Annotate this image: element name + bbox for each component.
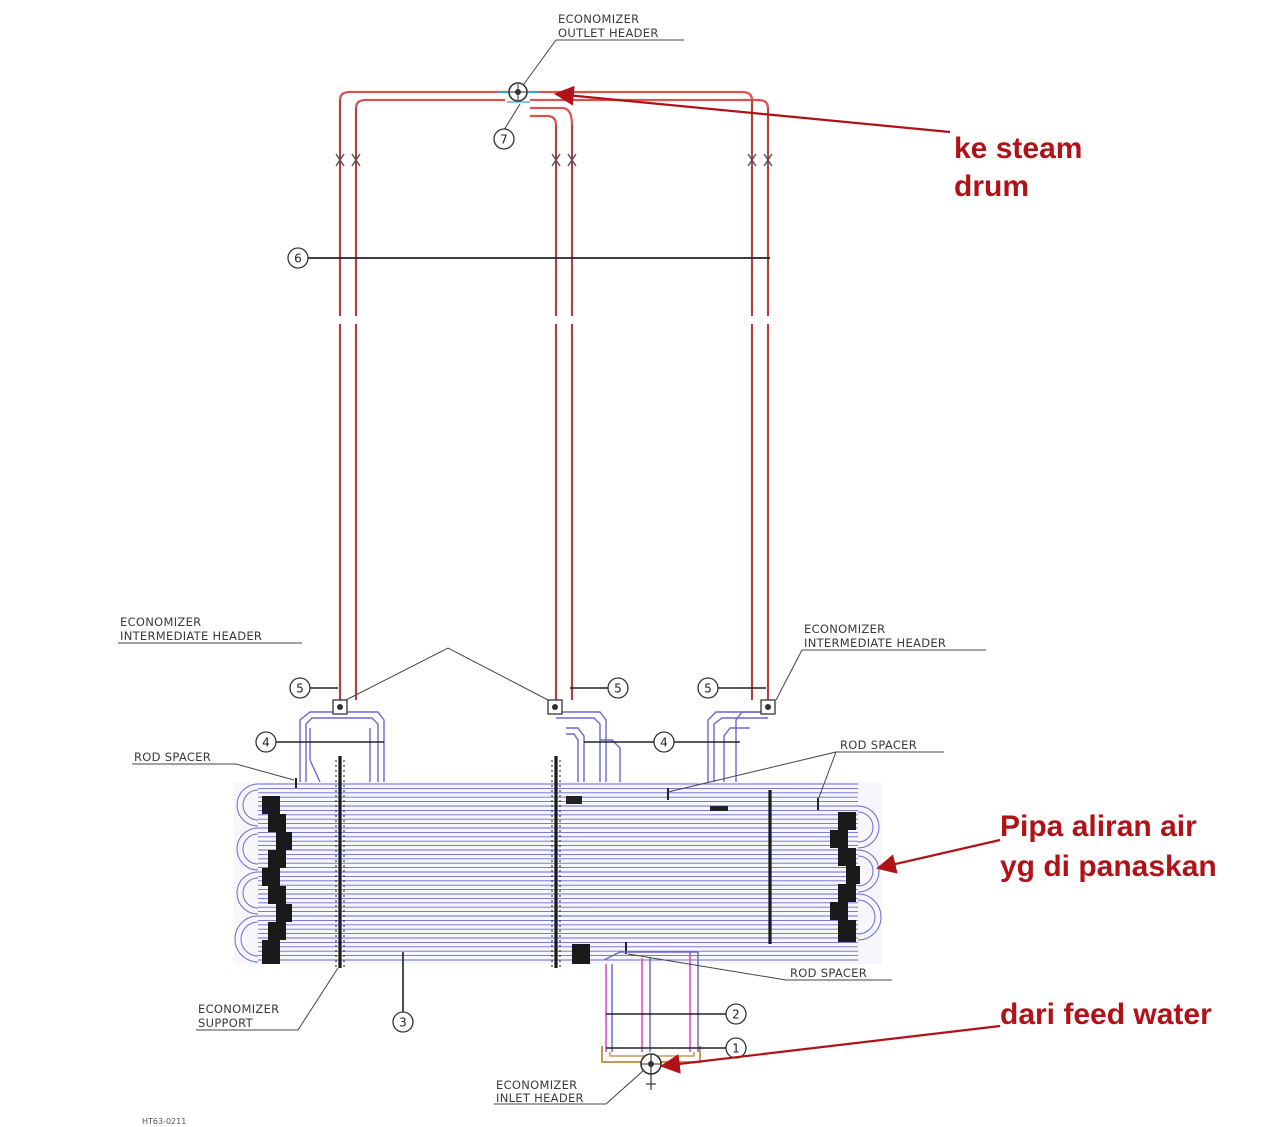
svg-text:1: 1 [732, 1042, 740, 1056]
inlet-header-label-2: INLET HEADER [496, 1091, 584, 1105]
item-bubble-5-left: 5 [289, 677, 311, 699]
riser-valve-icons [335, 153, 773, 167]
item-bubble-6: 6 [287, 247, 309, 269]
intermediate-header-right-label-1: ECONOMIZER [804, 622, 885, 636]
annotation-pipe-flow-1: Pipa aliran air [1000, 810, 1197, 843]
svg-text:5: 5 [614, 682, 622, 696]
tube-bundle [234, 756, 882, 968]
item-bubble-4-left: 4 [255, 731, 277, 753]
item-bubble-2: 2 [725, 1003, 747, 1025]
inlet-piping [601, 951, 701, 1063]
inlet-header-icon [640, 1053, 662, 1090]
item-bubble-5-middle: 5 [607, 677, 629, 699]
annotation-steam-drum-1: ke steam [954, 132, 1082, 165]
outlet-header-label-1: ECONOMIZER [558, 12, 639, 26]
outlet-header-label-2: OUTLET HEADER [558, 26, 659, 40]
svg-text:4: 4 [262, 736, 270, 750]
svg-text:2: 2 [732, 1008, 740, 1022]
item-bubble-4-middle: 4 [653, 731, 675, 753]
intermediate-header-right-label-2: INTERMEDIATE HEADER [804, 636, 946, 650]
intermediate-header-left-label-2: INTERMEDIATE HEADER [120, 629, 262, 643]
svg-text:6: 6 [294, 252, 302, 266]
annotation-feed-water: dari feed water [1000, 998, 1212, 1031]
annotation-steam-drum-2: drum [954, 170, 1029, 203]
item-bubble-5-right: 5 [697, 677, 719, 699]
connection-tubes [299, 711, 768, 790]
inlet-header-label-1: ECONOMIZER [496, 1078, 577, 1092]
svg-text:5: 5 [704, 682, 712, 696]
intermediate-header-icons [332, 699, 776, 715]
item-bubble-7: 7 [493, 128, 515, 150]
item-bubble-3: 3 [392, 1011, 414, 1033]
svg-text:5: 5 [296, 682, 304, 696]
riser-pipes [338, 90, 770, 700]
rod-spacer-right-label: ROD SPACER [840, 738, 917, 752]
outlet-header-icon [498, 82, 540, 103]
svg-text:4: 4 [660, 736, 668, 750]
svg-text:7: 7 [500, 133, 508, 147]
svg-text:3: 3 [399, 1016, 407, 1030]
item-bubble-1: 1 [725, 1037, 747, 1059]
rod-spacer-bottom-label: ROD SPACER [790, 966, 867, 980]
intermediate-header-left-label-1: ECONOMIZER [120, 615, 201, 629]
support-label-1: ECONOMIZER [198, 1002, 279, 1016]
annotation-pipe-flow-2: yg di panaskan [1000, 850, 1217, 883]
annotations [554, 85, 1001, 1074]
support-label-2: SUPPORT [198, 1016, 254, 1030]
drawing-code: HT63-0211 [142, 1117, 186, 1126]
rod-spacer-left-label: ROD SPACER [134, 750, 211, 764]
